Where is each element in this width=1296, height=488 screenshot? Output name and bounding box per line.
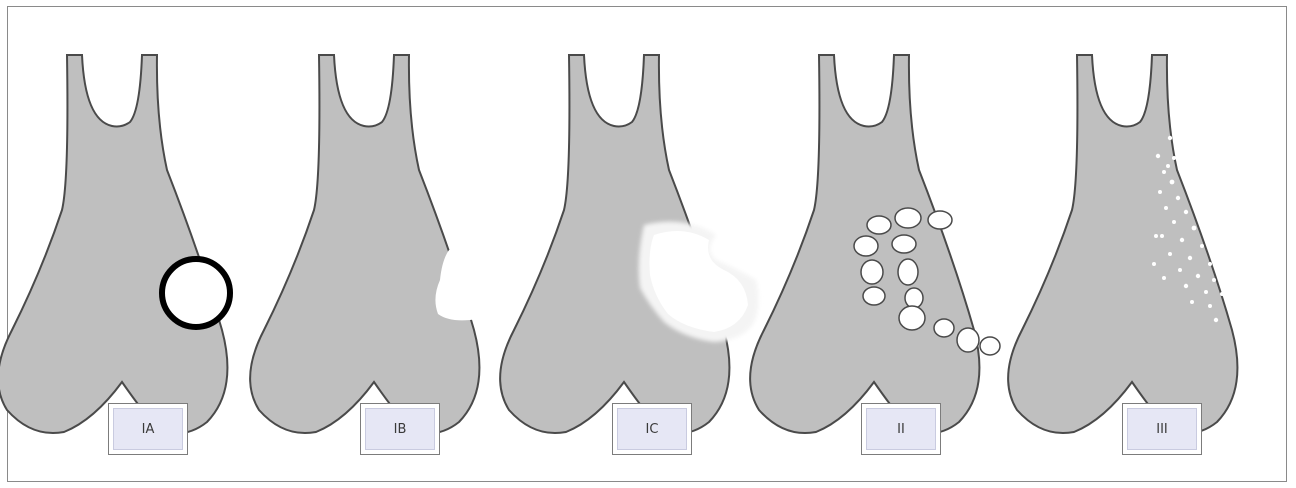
panel-label-ii: II	[866, 408, 936, 450]
panel-label-ic: IC	[617, 408, 687, 450]
bone-iii	[1008, 55, 1238, 434]
panel-label-box-ia: IA	[108, 403, 188, 455]
panel-label-ia: IA	[113, 408, 183, 450]
bone-ic	[500, 55, 758, 434]
lesion-ring-ia	[162, 259, 230, 327]
bone-ii	[750, 55, 1000, 434]
panel-label-box-iii: III	[1122, 403, 1202, 455]
panel-label-box-ii: II	[861, 403, 941, 455]
bone-ib	[250, 55, 495, 434]
bone-ia	[0, 55, 230, 434]
panel-label-box-ib: IB	[360, 403, 440, 455]
panel-label-iii: III	[1127, 408, 1197, 450]
panel-label-box-ic: IC	[612, 403, 692, 455]
panel-label-ib: IB	[365, 408, 435, 450]
